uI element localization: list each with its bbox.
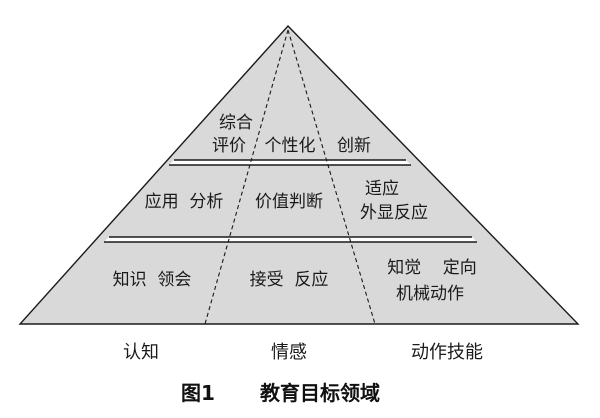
bottom-psychomotor-line-2: 机械动作 — [396, 284, 464, 304]
bottom-psychomotor-line-1: 知觉 定向 — [387, 258, 477, 278]
tier-separator-lower — [104, 236, 477, 243]
figure-title: 教育目标领域 — [260, 381, 380, 405]
domain-label-cognitive: 认知 — [123, 342, 159, 363]
middle-psychomotor-line-2: 外显反应 — [360, 203, 428, 223]
tier-separator-upper — [169, 159, 411, 166]
dashed-divider-affective-psychomotor — [287, 29, 376, 325]
tier-band-lower — [104, 237, 477, 242]
bottom-cognitive-label: 知识 领会 — [113, 270, 192, 290]
middle-psychomotor-line-1: 适应 — [365, 179, 399, 199]
top-affective-label: 个性化 — [265, 136, 316, 156]
pyramid-shape — [18, 24, 580, 325]
top-cognitive-line-1: 综合 — [219, 113, 253, 133]
middle-affective-label: 价值判断 — [255, 192, 323, 212]
bottom-affective-label: 接受 反应 — [250, 270, 329, 290]
middle-cognitive-label: 应用 分析 — [145, 192, 224, 212]
domain-label-affective: 情感 — [271, 342, 307, 363]
domain-label-psychomotor: 动作技能 — [411, 342, 483, 363]
top-cognitive-line-2: 评价 — [212, 136, 246, 156]
dashed-divider-cognitive-affective — [204, 29, 289, 325]
top-psychomotor-label: 创新 — [337, 136, 371, 156]
figure-number: 图1 — [181, 381, 215, 405]
tier-band-upper — [169, 160, 411, 165]
